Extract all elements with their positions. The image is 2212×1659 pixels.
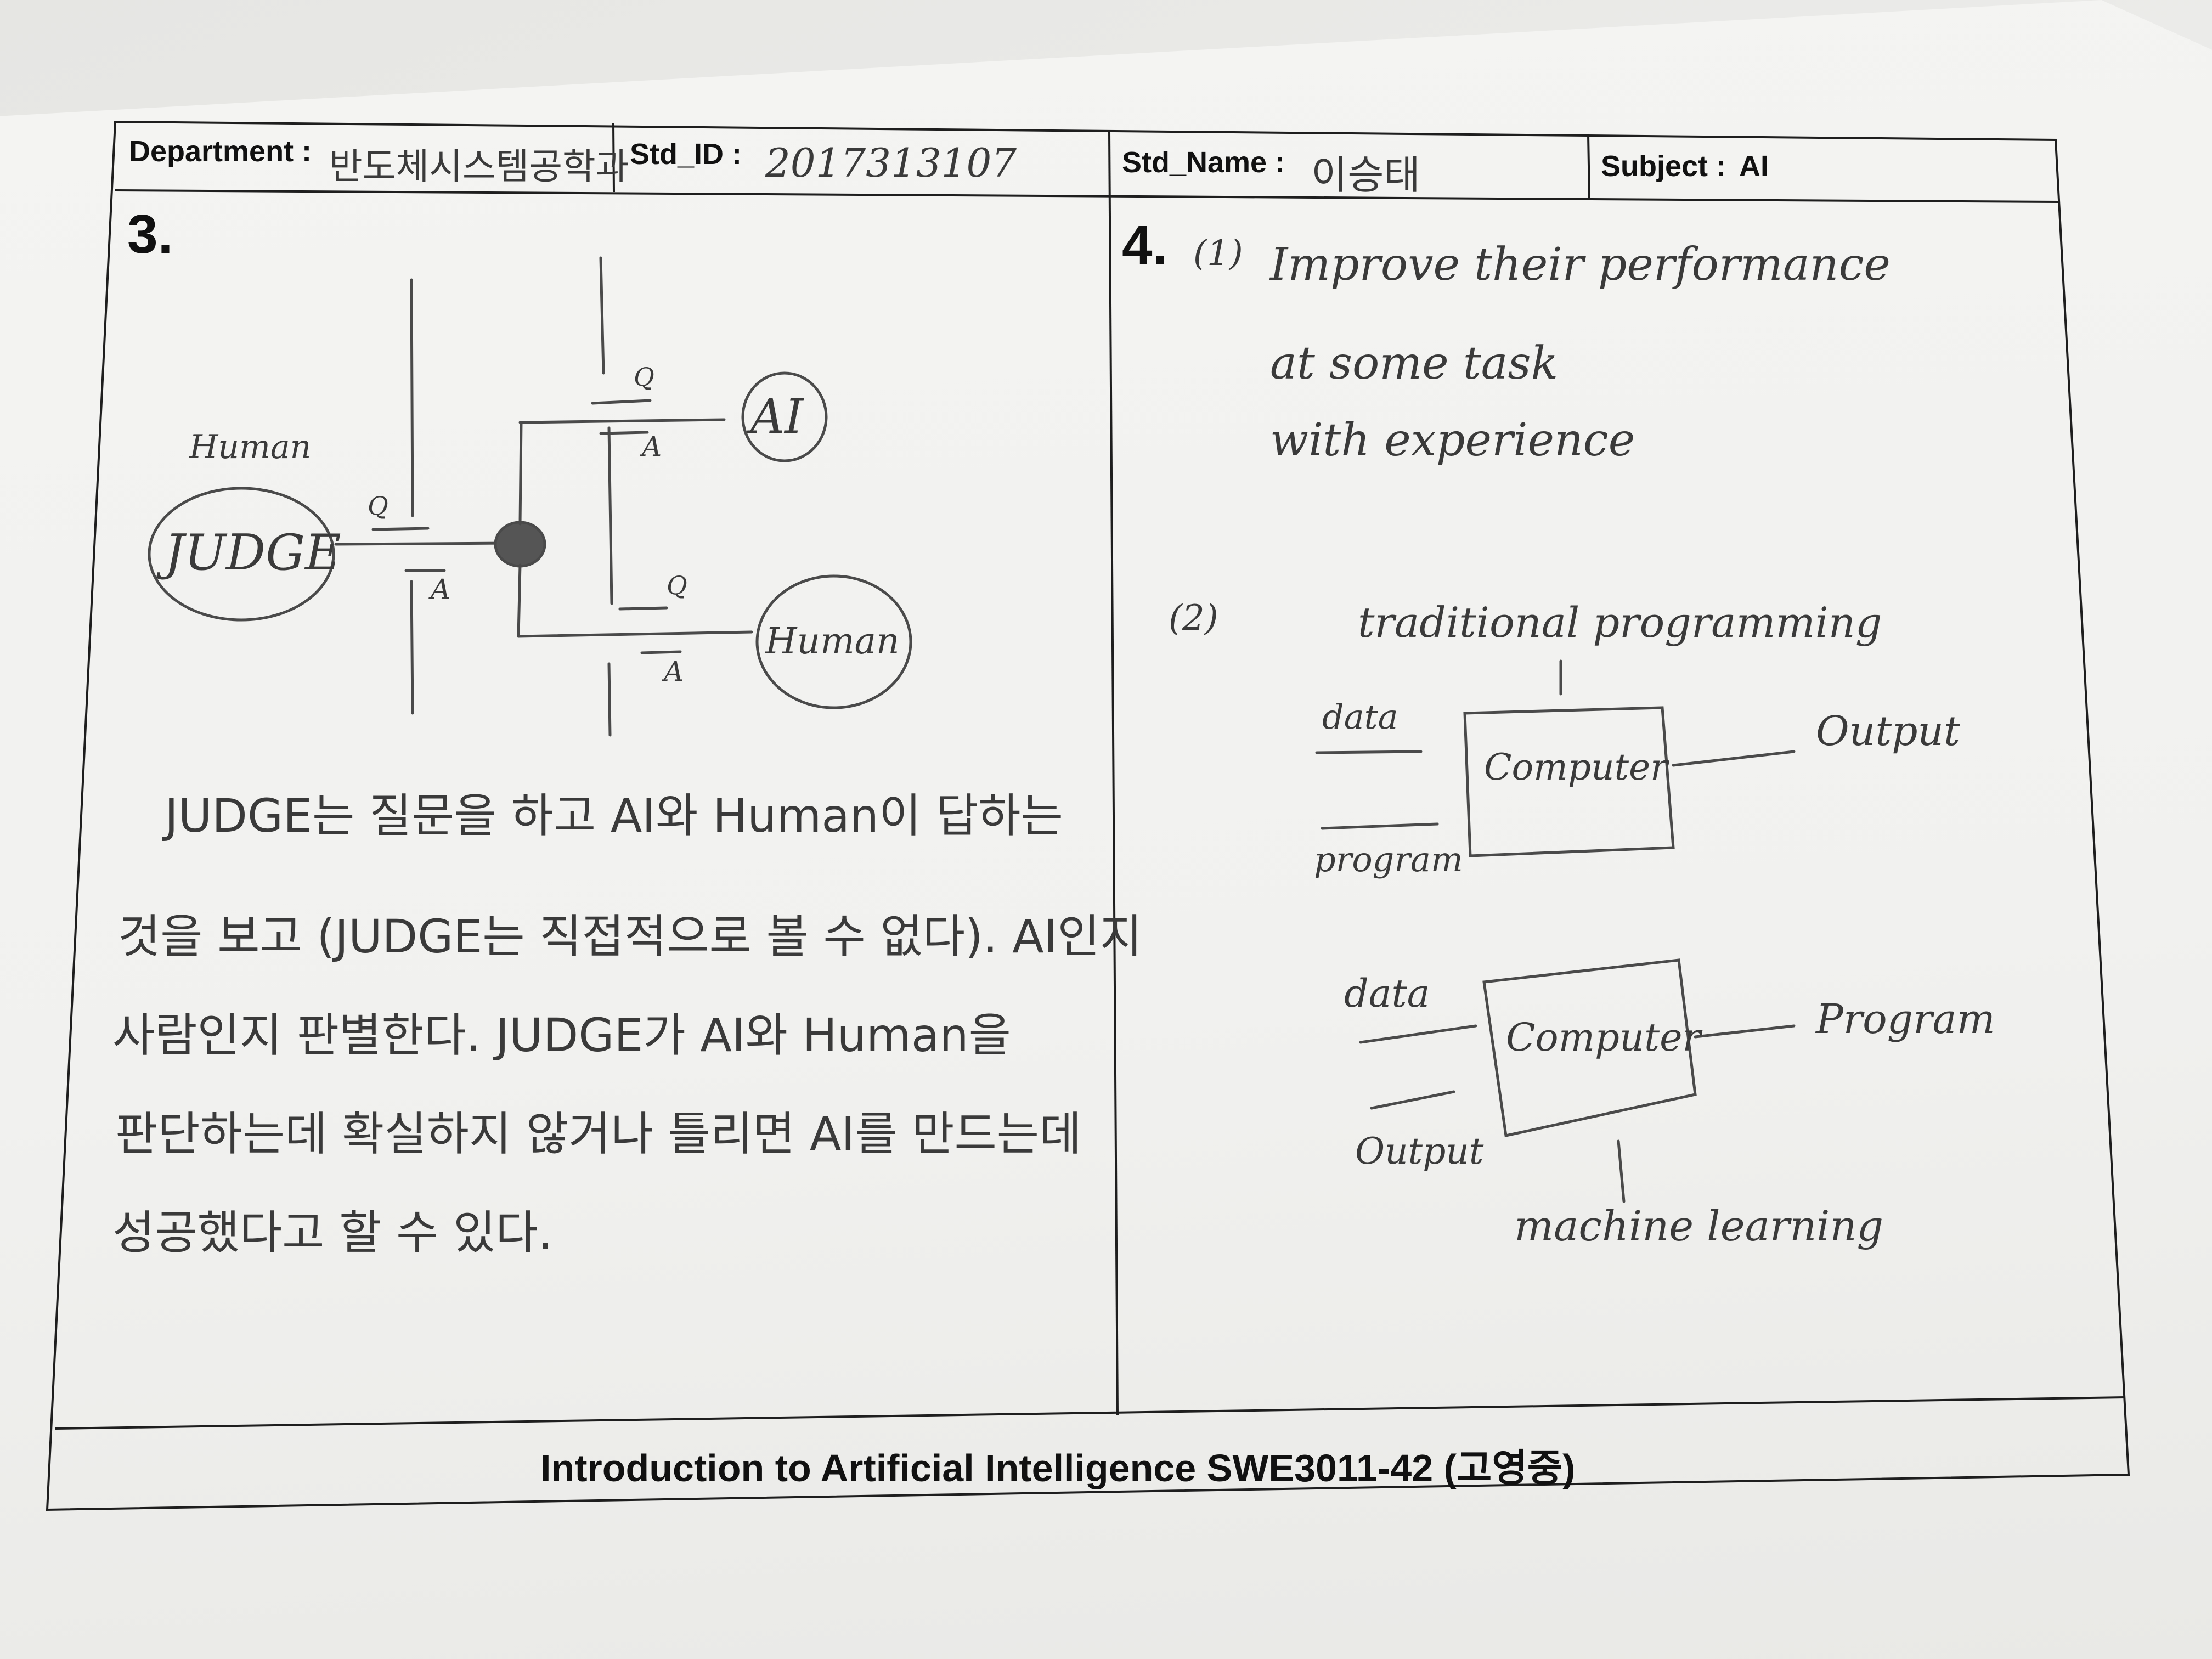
- diagram-q-left: Q: [368, 491, 388, 521]
- box2: [1482, 958, 1697, 1138]
- program-arrow-2: [1694, 1024, 1796, 1039]
- form-border: [46, 120, 2130, 1511]
- box1-program-label: program: [1314, 839, 1463, 879]
- header-sep-3: [1587, 134, 1590, 199]
- data-arrow-1: [1315, 750, 1423, 754]
- answer-3-line-1: JUDGE는 질문을 하고 AI와 Human이 답하는: [165, 789, 1063, 843]
- link-to-human: [517, 630, 753, 638]
- diagram-a-human: A: [664, 656, 684, 687]
- diagram-q-human: Q: [667, 571, 687, 600]
- part-1-line-2: at some task: [1270, 337, 1559, 390]
- a-arrow-human: [640, 650, 682, 654]
- diagram-ai-label: AI: [751, 390, 804, 444]
- std-id-value: 2017313107: [765, 140, 1017, 186]
- answer-3-line-3: 사람인지 판별한다. JUDGE가 AI와 Human을: [112, 1008, 1011, 1062]
- box2-output-label: Output: [1355, 1130, 1484, 1172]
- diagram-human-label: Human: [765, 620, 900, 662]
- answer-3-line-4: 판단하는데 확실하지 않거나 틀리면 AI를 만드는데: [115, 1107, 1082, 1161]
- course-footer: Introduction to Artificial Intelligence …: [540, 1447, 1576, 1489]
- part-1-line-1: Improve their performance: [1270, 239, 1891, 291]
- box1-computer-label: Computer: [1484, 746, 1668, 788]
- traditional-programming-label: traditional programming: [1358, 598, 1882, 647]
- answer-3-line-5: 성공했다고 할 수 있다.: [112, 1206, 553, 1260]
- machine-learning-label: machine learning: [1514, 1201, 1884, 1250]
- subject-label: Subject :: [1601, 150, 1726, 183]
- box1-output-label: Output: [1816, 708, 1960, 755]
- part-1-line-3: with experience: [1270, 414, 1635, 466]
- output-arrow-2: [1370, 1090, 1455, 1110]
- diagram-a-ai: A: [642, 431, 662, 462]
- diagram-judge-label: JUDGE: [165, 524, 341, 582]
- box2-computer-label: Computer: [1506, 1015, 1701, 1060]
- router-node: [494, 521, 546, 568]
- department-label: Department :: [129, 135, 312, 168]
- q-arrow-left: [371, 527, 430, 531]
- human-circle: [755, 574, 912, 709]
- wall-right-middle: [607, 426, 613, 605]
- judge-link: [334, 541, 515, 546]
- center-divider: [1108, 131, 1119, 1416]
- q-arrow-ai: [591, 399, 652, 405]
- answer-3-line-2: 것을 보고 (JUDGE는 직접적으로 볼 수 없다). AI인지: [118, 910, 1142, 963]
- ai-circle: [741, 371, 828, 462]
- subject-value: AI: [1739, 150, 1769, 183]
- std-id-label: Std_ID :: [630, 138, 742, 171]
- question-3-number: 3.: [127, 204, 173, 265]
- program-arrow-1: [1321, 822, 1439, 830]
- footer-divider: [55, 1396, 2126, 1430]
- part-2-marker: (2): [1169, 598, 1218, 639]
- wall-right-lower: [607, 662, 612, 737]
- q-arrow-human: [618, 606, 668, 611]
- diagram-human-caption: Human: [189, 428, 312, 466]
- wall-left-lower: [410, 580, 414, 715]
- diagram-a-left: A: [431, 573, 451, 605]
- box2-data-label: data: [1344, 971, 1430, 1016]
- router-down: [517, 563, 522, 638]
- std-name-label: Std_Name :: [1122, 146, 1285, 179]
- wall-left-upper: [410, 278, 414, 517]
- wall-right-upper: [599, 256, 605, 375]
- header-divider: [115, 189, 2059, 203]
- header-sep-1: [612, 123, 615, 193]
- part-1-marker: (1): [1193, 233, 1243, 274]
- box2-program-label: Program: [1816, 996, 1995, 1043]
- router-up: [518, 421, 523, 526]
- judge-circle: [148, 487, 335, 622]
- box1: [1463, 706, 1675, 857]
- box1-data-label: data: [1322, 697, 1398, 737]
- ml-arrow: [1617, 1139, 1626, 1203]
- data-arrow-2: [1359, 1024, 1477, 1044]
- a-arrow-ai: [599, 431, 649, 435]
- question-4-number: 4.: [1122, 215, 1168, 276]
- diagram-q-ai: Q: [634, 362, 654, 392]
- department-value: 반도체시스템공학과: [329, 145, 629, 188]
- link-to-ai: [518, 418, 726, 424]
- std-name-value: 이승태: [1311, 152, 1420, 198]
- output-arrow-1: [1672, 750, 1796, 767]
